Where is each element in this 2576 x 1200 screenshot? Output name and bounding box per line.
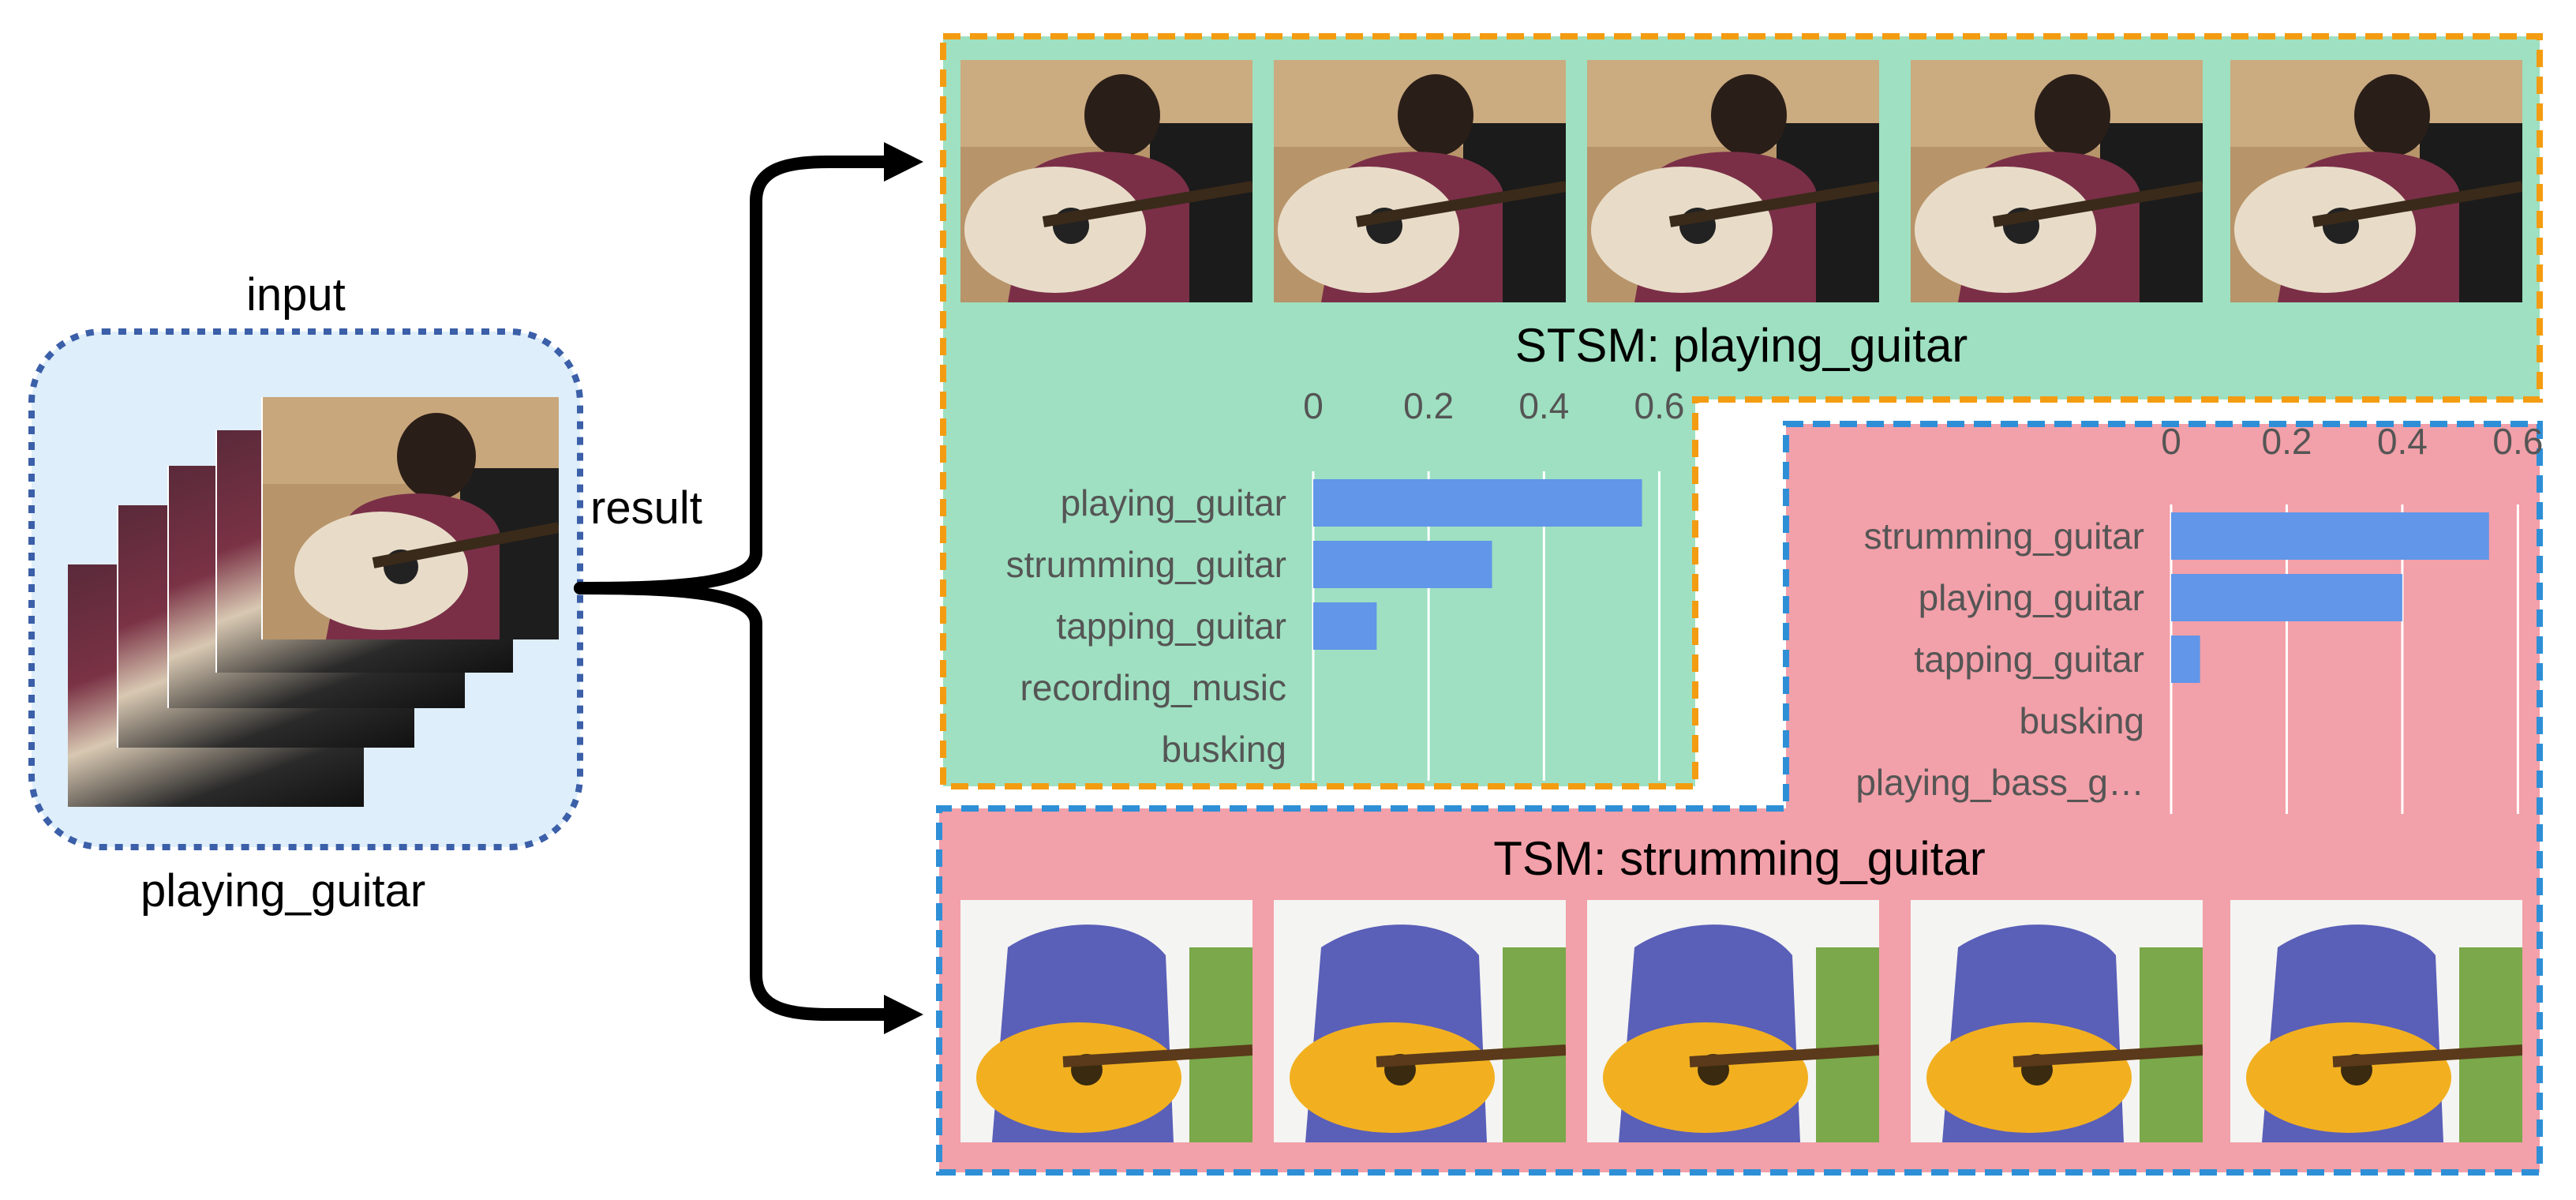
tick-label: 0: [1303, 385, 1324, 426]
category-label: strumming_guitar: [1864, 516, 2144, 557]
tsm-score-chart: 0 0.2 0.4 0.6 strumming_guitar playing_guitar…: [1855, 421, 2543, 814]
stsm-frame-4: [1911, 60, 2203, 302]
bar: [1313, 541, 1492, 588]
arrow-head-bottom: [884, 995, 923, 1034]
category-label: tapping_guitar: [1056, 606, 1286, 647]
strummer-photo-icon: [2230, 900, 2522, 1142]
guitarist-photo-icon: [263, 397, 559, 639]
tsm-frame-2: [1274, 900, 1566, 1142]
tsm-frame-4: [1911, 900, 2203, 1142]
strummer-photo-icon: [1587, 900, 1879, 1142]
guitarist-photo-icon: [2230, 60, 2522, 302]
category-label: tapping_guitar: [1914, 639, 2144, 680]
arrow-head-top: [884, 142, 923, 182]
category-label: recording_music: [1020, 667, 1286, 708]
tick-label: 0.4: [2377, 421, 2428, 462]
category-label: busking: [2019, 700, 2144, 741]
stsm-frame-3: [1587, 60, 1879, 302]
category-label: strumming_guitar: [1006, 544, 1286, 585]
tick-label: 0.6: [1634, 385, 1684, 426]
result-label: result: [590, 482, 702, 534]
bar: [1313, 479, 1642, 527]
tick-label: 0.4: [1518, 385, 1569, 426]
stsm-title: STSM: playing_guitar: [1515, 319, 1968, 372]
stsm-frame-1: [960, 60, 1252, 302]
bar: [2171, 574, 2402, 621]
tick-label: 0: [2161, 421, 2181, 462]
tick-label: 0.2: [2261, 421, 2312, 462]
stsm-frame-5: [2230, 60, 2522, 302]
tsm-title: TSM: strumming_guitar: [1493, 832, 1986, 885]
category-label: playing_guitar: [1061, 482, 1286, 523]
category-label: playing_guitar: [1919, 577, 2144, 618]
bar: [2171, 512, 2489, 560]
result-arrows: [574, 156, 898, 1021]
guitarist-photo-icon: [1911, 60, 2203, 302]
guitarist-photo-icon: [960, 60, 1252, 302]
input-frame-5: [263, 397, 559, 639]
input-class-label: playing_guitar: [140, 865, 426, 917]
bar: [2171, 636, 2200, 683]
guitarist-photo-icon: [1274, 60, 1566, 302]
category-label: busking: [1161, 729, 1286, 770]
guitarist-photo-icon: [1587, 60, 1879, 302]
strummer-photo-icon: [1911, 900, 2203, 1142]
stsm-score-chart: 0 0.2 0.4 0.6 playing_guitar strumming_guitar…: [1006, 385, 1684, 781]
input-label: input: [246, 269, 346, 321]
stsm-frame-2: [1274, 60, 1566, 302]
strummer-photo-icon: [1274, 900, 1566, 1142]
strummer-photo-icon: [960, 900, 1252, 1142]
tick-label: 0.6: [2492, 421, 2543, 462]
bar: [1313, 602, 1377, 650]
category-label: playing_bass_g…: [1855, 762, 2144, 803]
tsm-frame-3: [1587, 900, 1879, 1142]
tsm-frame-5: [2230, 900, 2522, 1142]
tsm-frame-1: [960, 900, 1252, 1142]
tick-label: 0.2: [1403, 385, 1454, 426]
